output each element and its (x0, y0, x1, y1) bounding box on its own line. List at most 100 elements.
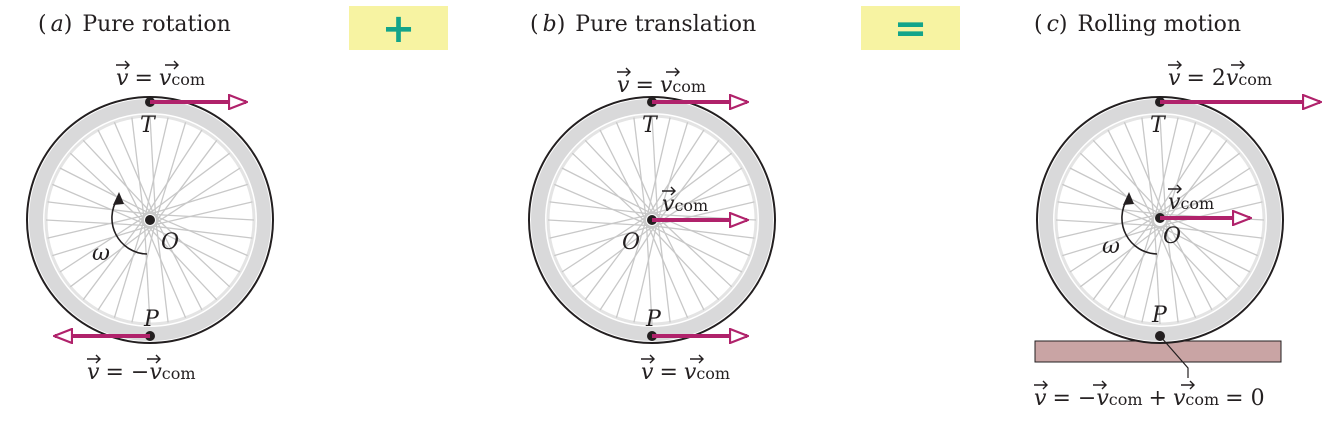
spoke (547, 219, 648, 227)
spoke (59, 167, 150, 214)
top-velocity-label: v= 2vcom (1168, 60, 1272, 91)
omega-label: ω (92, 241, 110, 266)
spoke (1159, 152, 1241, 214)
spoke (45, 219, 146, 227)
panel-a-title: (a)Pure rotation (38, 12, 231, 37)
spoke (150, 226, 241, 273)
spoke (1069, 216, 1154, 273)
spoke (633, 225, 658, 323)
spoke (1069, 167, 1160, 214)
spoke (1159, 115, 1167, 216)
svg-text:v= −vcom: v= −vcom (87, 360, 196, 385)
spoke (59, 216, 144, 273)
spoke (571, 226, 653, 288)
spoke (658, 139, 720, 221)
spoke (131, 117, 145, 217)
spoke (143, 224, 151, 325)
label-p: P (1151, 303, 1168, 328)
spoke (97, 129, 144, 220)
spoke (658, 218, 733, 288)
spoke (657, 215, 750, 257)
spoke (615, 122, 657, 215)
spoke (1062, 225, 1158, 257)
spokes (547, 115, 757, 325)
spoke (549, 201, 649, 215)
spoke (144, 117, 169, 215)
spoke (1160, 226, 1251, 273)
spoke (651, 115, 659, 216)
spoke (1092, 219, 1154, 301)
spoke (146, 129, 203, 214)
spokes (45, 115, 255, 325)
spoke (561, 167, 652, 214)
spoke (1141, 117, 1155, 217)
spoke (156, 139, 218, 221)
rotation-arrow (111, 197, 148, 255)
contact-leader-line (1159, 335, 1189, 378)
label-t: T (642, 113, 659, 138)
bottom-velocity-label: v=vcom (641, 354, 730, 385)
spoke (155, 223, 169, 323)
svg-text:v= 2vcom: v= 2vcom (1168, 66, 1272, 91)
hub (142, 212, 158, 228)
spoke (654, 183, 750, 215)
rotation-arrowhead (113, 192, 124, 205)
svg-text:v= −vcom+vcom= 0: v= −vcom+vcom= 0 (1034, 386, 1265, 411)
spoke (153, 225, 253, 239)
spoke (155, 201, 253, 226)
panel-rolling-motion: (c)Rolling motion ω T O P v= 2vcom vcom (1034, 12, 1320, 411)
spoke (131, 225, 156, 323)
spoke (1055, 219, 1156, 227)
ground-surface (1034, 340, 1282, 363)
spoke (47, 201, 147, 215)
spoke (156, 218, 231, 288)
spoke (1107, 226, 1164, 311)
top-velocity-label: v=vcom (617, 67, 706, 98)
spoke (97, 226, 154, 311)
point-o (145, 215, 155, 225)
svg-text:v=vcom: v=vcom (116, 66, 205, 91)
spoke (650, 226, 720, 301)
panel-c-title: (c)Rolling motion (1034, 12, 1241, 37)
spoke (1057, 214, 1155, 239)
label-t: T (140, 113, 157, 138)
spoke (1163, 225, 1263, 239)
panel-pure-rotation: (a)Pure rotation ω T O P v=vcom v= −vcom (26, 12, 274, 385)
omega-label: ω (1102, 234, 1120, 259)
label-o: O (1163, 224, 1181, 249)
bottom-velocity-equation: v= −vcom+vcom= 0 (1034, 380, 1265, 411)
label-p: P (143, 307, 160, 332)
spoke (52, 225, 148, 257)
spoke (1107, 129, 1154, 220)
panel-pure-translation: (b)Pure translation T O P v=vcom vcom v=… (528, 12, 776, 385)
plus-operator: + (349, 6, 448, 52)
spoke (1123, 122, 1165, 215)
spoke (1162, 183, 1258, 215)
spoke (145, 225, 187, 318)
spoke (645, 224, 653, 325)
plus-operator-box (349, 6, 448, 50)
spoke (69, 152, 144, 222)
spoke (647, 225, 689, 318)
spoke (561, 216, 646, 273)
spoke (149, 152, 231, 214)
equals-operator-symbol: = (894, 6, 928, 52)
spoke (1057, 201, 1157, 215)
spoke (113, 122, 155, 215)
spoke (571, 152, 646, 222)
spoke (156, 220, 203, 311)
spoke (1079, 226, 1161, 288)
spoke (1079, 152, 1154, 222)
spoke (549, 214, 647, 239)
spoke (1141, 225, 1166, 323)
spoke (82, 139, 152, 214)
spoke (155, 122, 187, 218)
spoke (646, 117, 671, 215)
spoke (1092, 139, 1162, 214)
spoke (658, 220, 705, 311)
spoke (554, 183, 647, 225)
spoke (1166, 167, 1251, 224)
spoke (1165, 215, 1258, 257)
spoke (657, 223, 671, 323)
label-o: O (622, 230, 640, 255)
